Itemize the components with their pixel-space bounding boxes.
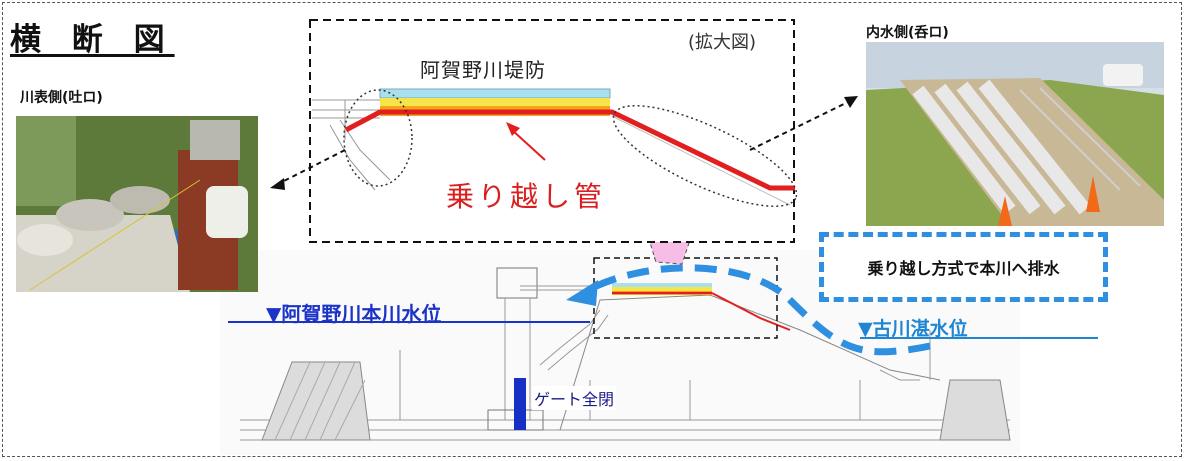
arrow-to-right-photo: [749, 101, 849, 151]
pipe-label: 乗り越し管: [446, 180, 607, 213]
flow-arrow-head: [566, 280, 598, 306]
inner-water-level-label: ▼古川湛水位: [858, 318, 968, 340]
photo-outlet-pipes: [16, 116, 258, 292]
page-title: 横 断 図: [10, 22, 175, 58]
main-water-level-label: ▼阿賀野川本川水位: [266, 302, 442, 326]
flow-arrow-path: [586, 264, 931, 356]
photo-inlet-pipes: [866, 42, 1164, 226]
gate-label: ゲート全閉: [532, 386, 617, 410]
arrow-to-left-photo: [279, 149, 346, 184]
photo-outlet-caption: 川表側(吐ロ): [20, 90, 103, 106]
callout-box: 乗り越し方式で本川へ排水: [819, 232, 1108, 302]
gate-bar: [514, 378, 526, 430]
photo-inlet-caption: 内水側(呑ロ): [866, 25, 949, 41]
levee-name: 阿賀野川堤防: [420, 58, 546, 82]
zoom-tag: (拡大図): [688, 32, 757, 53]
zoom-view: [309, 19, 798, 243]
lower-pipe: [612, 283, 791, 331]
callout-text: 乗り越し方式で本川へ排水: [867, 259, 1060, 278]
